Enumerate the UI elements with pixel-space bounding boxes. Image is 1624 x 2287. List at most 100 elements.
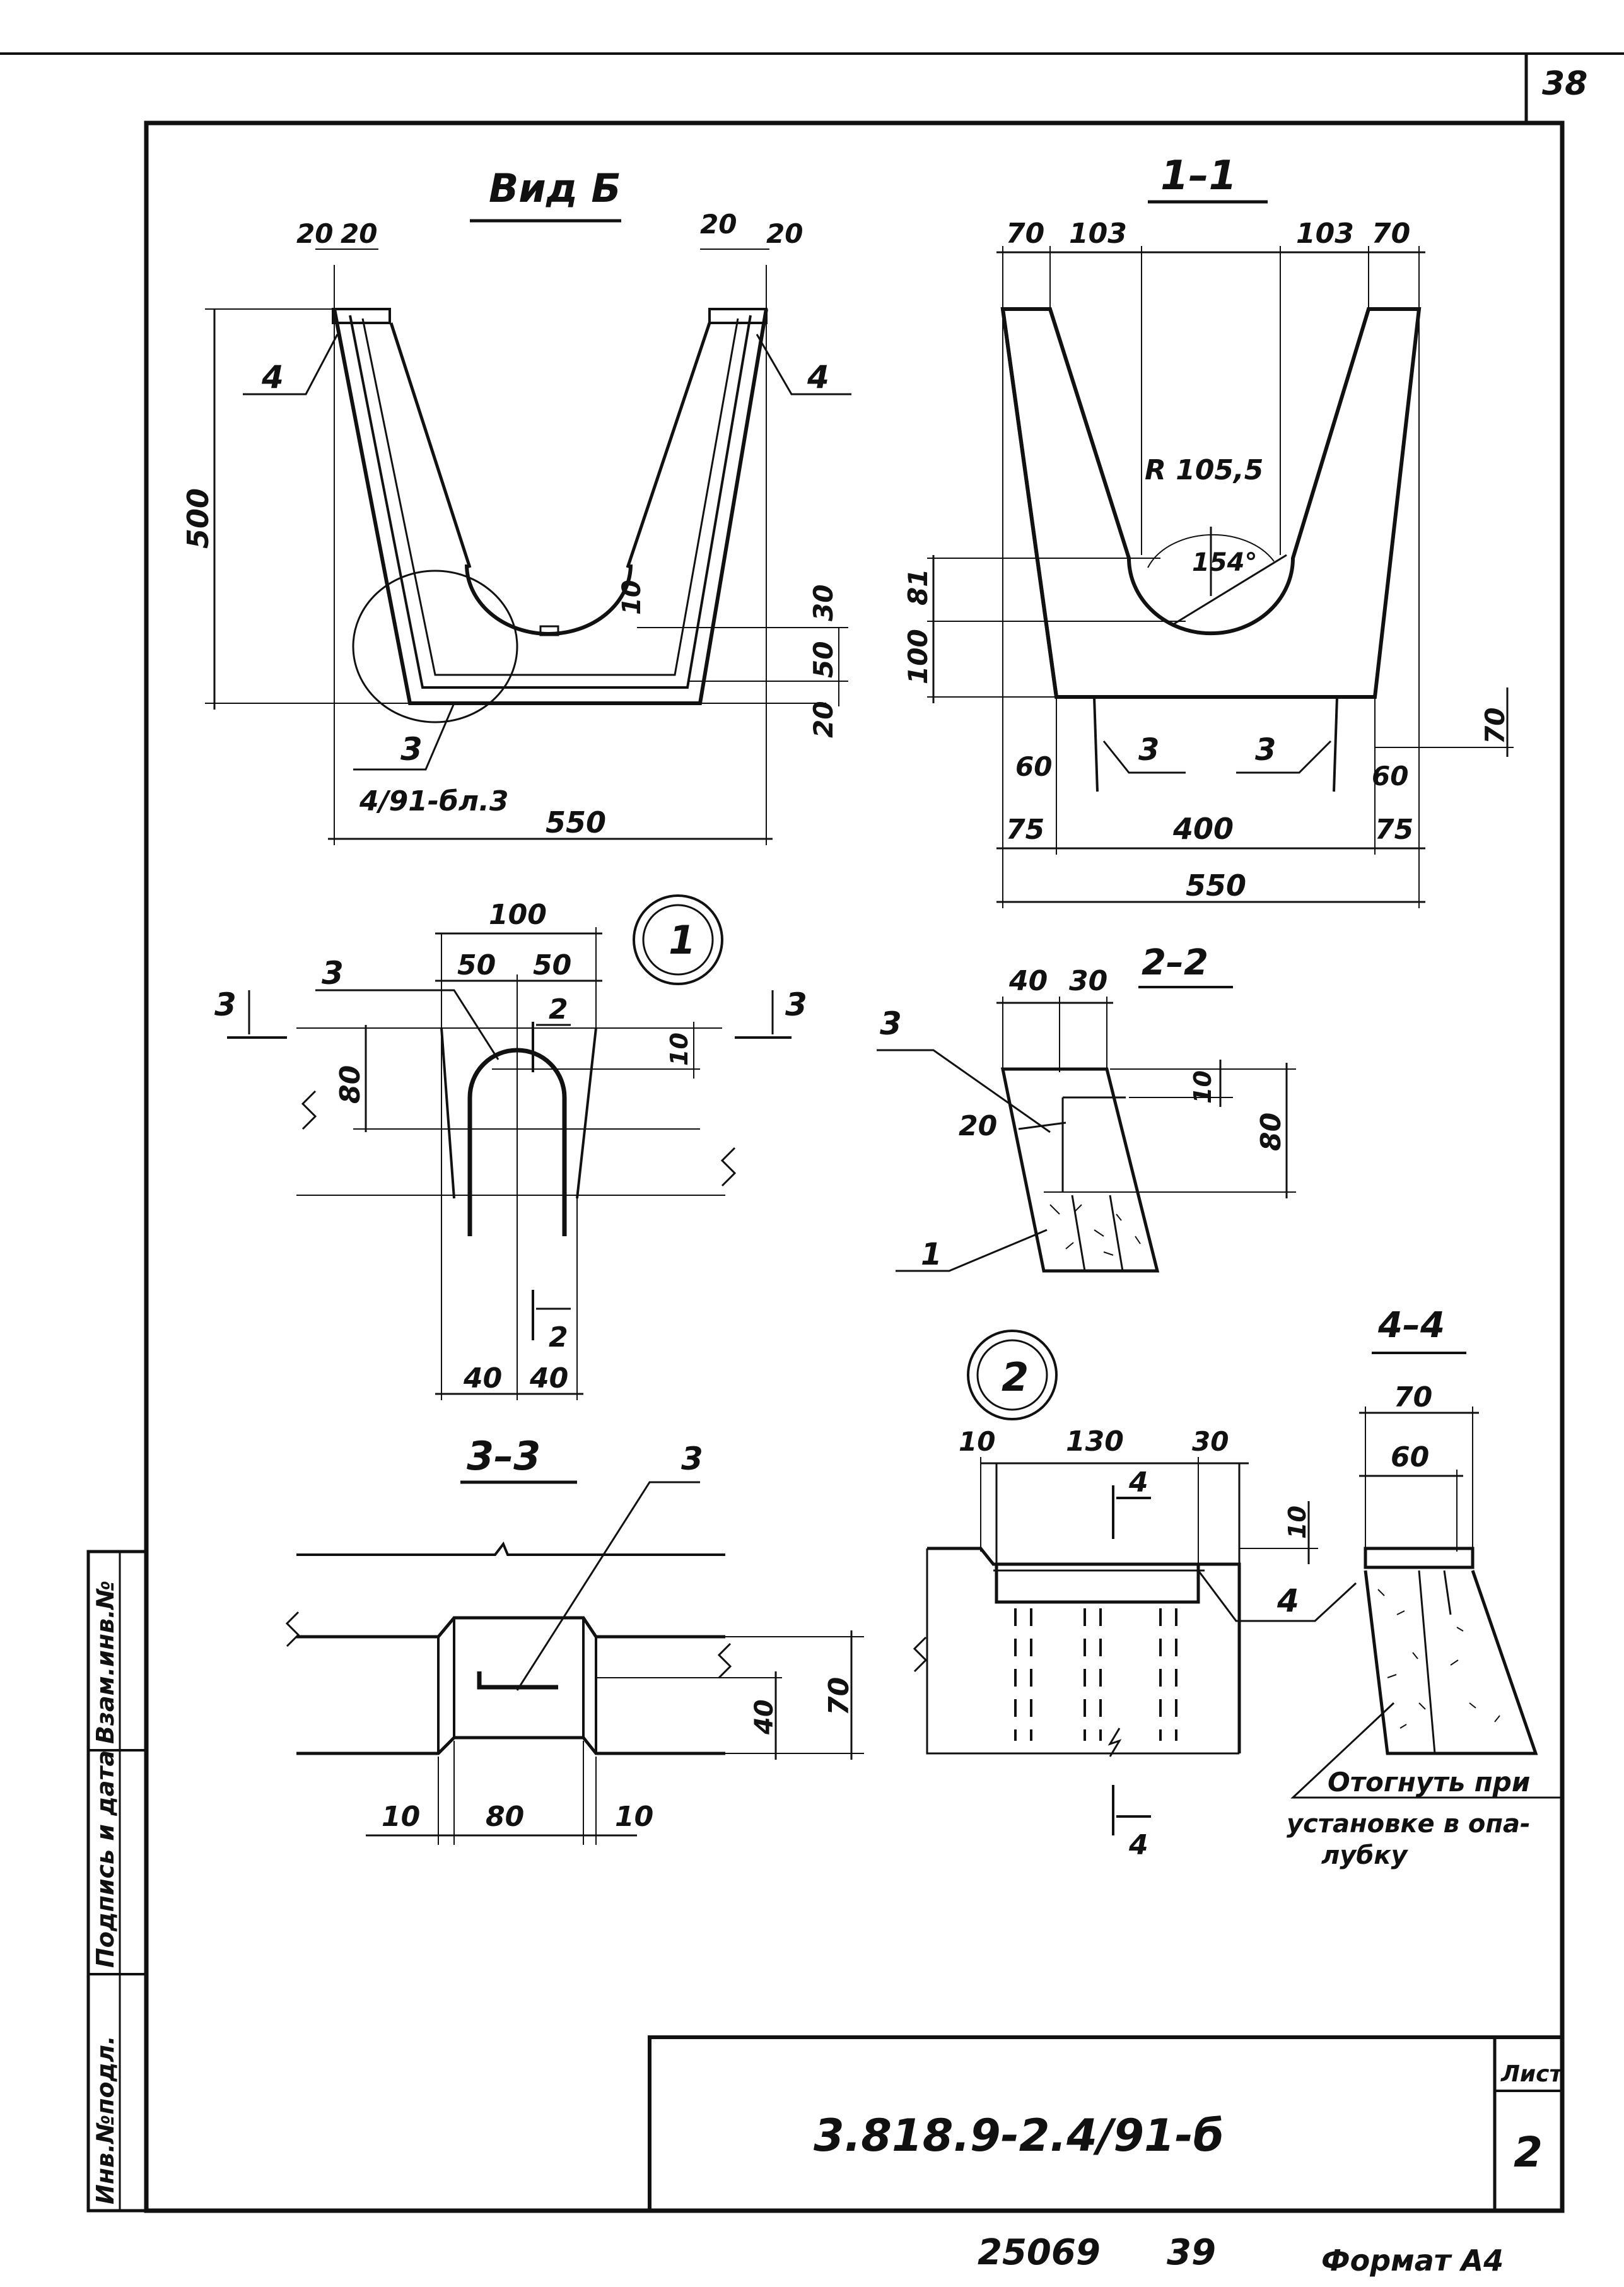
view-b-seat-insert [539, 625, 559, 636]
view-b-trough-outer [332, 308, 768, 705]
side-stamp-col3: Инв.№подл. [91, 2035, 119, 2204]
s11-dim-60-right: 60 [1372, 761, 1408, 792]
node-2-dim-130: 130 [1066, 1425, 1124, 1458]
view-b-dim-10: 10 [617, 580, 646, 615]
view-b: Вид Б [205, 165, 851, 845]
s11-dim-103-left: 103 [1069, 218, 1127, 250]
node-2-hidden-bars [1014, 1608, 1177, 1741]
side-stamp [86, 1550, 148, 2213]
section-3-3-upper [296, 1541, 725, 1556]
section-3-3 [285, 1480, 864, 1845]
s11-dim-70-side: 70 [1480, 708, 1510, 744]
node-1-bottom-40-left: 40 [463, 1362, 502, 1395]
s11-dim-75-left: 75 [1006, 814, 1044, 846]
node-2-badge-inner [976, 1339, 1048, 1411]
s33-dim-10-right: 10 [615, 1801, 653, 1833]
section-4-4-title: 4–4 [1377, 1305, 1445, 1346]
section-2-2-title: 2–2 [1142, 942, 1208, 983]
s44-note-line2: установке в опа- [1287, 1810, 1531, 1839]
node-2-dim-10: 10 [959, 1426, 995, 1457]
view-b-ref-note: 4/91-бл.3 [359, 785, 508, 817]
node-2-badge-outer [967, 1330, 1058, 1420]
s11-total-550: 550 [1186, 869, 1246, 903]
section-4-4-hatch [1377, 1589, 1500, 1729]
view-b-title: Вид Б [489, 165, 621, 211]
view-b-seat-arc [465, 564, 633, 636]
side-stamp-col2: Подпись и дата [91, 1750, 119, 1968]
view-b-seat-left-slope [389, 322, 472, 568]
view-b-dim-20e: 20 [808, 701, 839, 738]
node-2-dim-30: 30 [1192, 1426, 1229, 1457]
view-b-trough-inner2 [361, 318, 739, 676]
title-block-sheet-number: 2 [1514, 2128, 1543, 2177]
node-1-badge-outer [633, 894, 723, 985]
view-b-seat-right-slope [626, 322, 711, 568]
s11-dim-103-right: 103 [1296, 218, 1354, 250]
s33-dim-70: 70 [823, 1677, 855, 1716]
view-b-dim-500: 500 [181, 488, 215, 549]
node-2-callout-4: 4 [1276, 1582, 1299, 1619]
s22-callout-1: 1 [921, 1237, 942, 1272]
s11-dim-70-left: 70 [1006, 218, 1044, 250]
section-3-3-bar [477, 1671, 558, 1690]
view-b-callout-4-left: 4 [261, 359, 284, 395]
footer-archive-no: 25069 [978, 2232, 1101, 2273]
s11-dim-81: 81 [903, 569, 933, 605]
s11-radius: R 105,5 [1145, 454, 1263, 486]
section-4-4 [1290, 1352, 1561, 1799]
s11-dim-75-right: 75 [1375, 814, 1413, 846]
title-block [648, 2035, 1564, 2213]
section-1-1 [927, 200, 1514, 908]
node-1-label: 1 [669, 917, 696, 963]
node-1-gap: 10 [665, 1032, 693, 1066]
section-2-2-outline [1000, 1067, 1160, 1273]
node-1-half-right: 50 [533, 949, 571, 981]
s22-dim-80: 80 [1255, 1113, 1287, 1151]
title-block-sheet-label: Лист [1500, 2061, 1563, 2087]
s11-callout-3-left: 3 [1138, 732, 1159, 768]
section-3-3-title: 3–3 [467, 1433, 540, 1479]
node-2-cut-4-bottom: 4 [1128, 1829, 1148, 1861]
node-2 [913, 1330, 1357, 1835]
title-block-doc-code: 3.818.9-2.4/91-б [814, 2110, 1224, 2161]
s33-dim-40: 40 [750, 1699, 779, 1735]
s22-dim-30: 30 [1069, 965, 1107, 997]
s33-dim-10-left: 10 [382, 1801, 420, 1833]
view-b-dim-20a: 20 [296, 218, 333, 249]
view-b-dim-20b: 20 [341, 218, 377, 249]
section-3-3-outline [296, 1616, 725, 1755]
section-2-2-hatch [1049, 1204, 1141, 1256]
view-b-callout-4-right: 4 [807, 359, 829, 395]
view-b-cap-left [332, 308, 391, 324]
section-2-2 [877, 986, 1296, 1273]
node-1 [227, 894, 792, 1400]
s11-angle: 154° [1192, 548, 1258, 577]
view-b-dim-20d: 20 [766, 218, 803, 249]
node-2-dim-10-side: 10 [1283, 1506, 1311, 1539]
view-b-dim-50: 50 [808, 641, 839, 678]
node-1-height: 80 [334, 1065, 366, 1104]
view-b-width: 550 [546, 805, 606, 839]
section-1-1-outline [1000, 307, 1422, 699]
s44-dim-70: 70 [1394, 1381, 1432, 1413]
s44-note-line3: лубку [1321, 1841, 1408, 1870]
page-number: 38 [1542, 65, 1587, 103]
section-4-4-body [1364, 1570, 1538, 1755]
node-1-cut-3-right: 3 [785, 986, 807, 1023]
s11-dim-70-right: 70 [1372, 218, 1410, 250]
node-2-label: 2 [1002, 1354, 1029, 1400]
section-1-1-title: 1–1 [1160, 153, 1237, 199]
node-2-plate [927, 1547, 1241, 1753]
s44-note-line1: Отогнуть при [1328, 1767, 1530, 1798]
s33-callout-3: 3 [681, 1441, 703, 1477]
s11-dim-400: 400 [1172, 812, 1234, 846]
node-1-callout-3: 3 [322, 955, 344, 991]
footer-format: Формат А4 [1321, 2243, 1504, 2278]
side-stamp-col1: Взам.инв.№ [91, 1581, 119, 1744]
s11-callout-3-right: 3 [1255, 732, 1276, 768]
view-b-dim-30: 30 [808, 585, 839, 621]
view-b-trough-inner [349, 315, 752, 689]
s44-dim-60: 60 [1391, 1441, 1429, 1473]
node-1-bottom-40-right: 40 [529, 1362, 568, 1395]
